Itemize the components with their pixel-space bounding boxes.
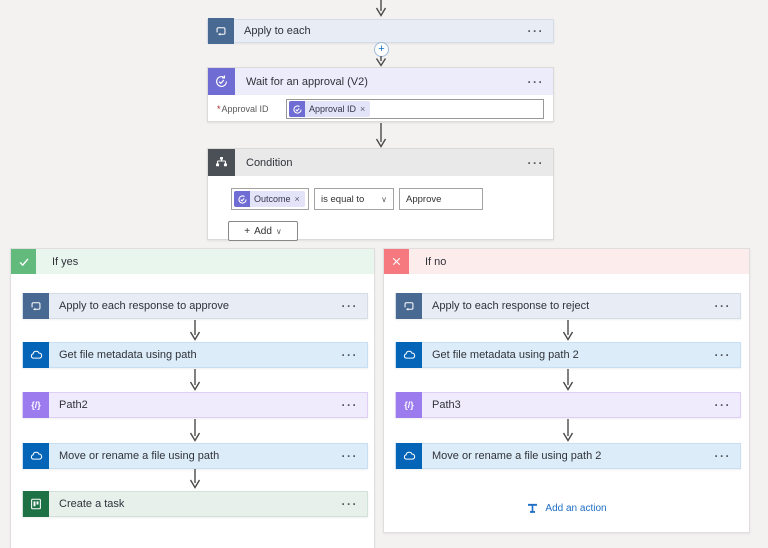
approval-id-field-row: *Approval ID Approval ID × (208, 95, 553, 125)
loop-icon (208, 18, 234, 44)
action-title: Apply to each response to reject (432, 300, 590, 312)
insert-step-button[interactable]: + (374, 42, 389, 57)
connector-arrow (189, 320, 201, 341)
condition-row: Outcome × is equal to ∨ Approve (208, 176, 553, 210)
action-create-task[interactable]: Create a task ··· (22, 491, 368, 517)
plus-icon: + (378, 43, 385, 55)
more-menu-icon[interactable]: ··· (714, 449, 731, 463)
onedrive-icon (396, 443, 422, 469)
if-yes-header[interactable]: If yes (11, 249, 374, 274)
condition-operator-select[interactable]: is equal to ∨ (314, 188, 394, 210)
condition-card-header[interactable]: Condition ··· (208, 149, 553, 176)
action-apply-to-each[interactable]: Apply to each ··· (207, 18, 554, 44)
approval-id-input[interactable]: Approval ID × (286, 99, 544, 119)
action-title: Path3 (432, 399, 461, 411)
branch-title: If no (425, 255, 447, 268)
action-title: Get file metadata using path 2 (432, 349, 579, 361)
branch-title: If yes (52, 255, 79, 268)
if-no-header[interactable]: If no (384, 249, 749, 274)
action-title: Apply to each response to approve (59, 300, 230, 312)
action-apply-to-each-approve[interactable]: Apply to each response to approve ··· (22, 293, 368, 319)
operand-value: Approve (406, 193, 442, 205)
condition-right-operand-input[interactable]: Approve (399, 188, 483, 210)
condition-add-button[interactable]: + Add ∨ (228, 221, 298, 241)
operator-value: is equal to (321, 193, 365, 205)
condition-icon (208, 149, 235, 176)
onedrive-icon (23, 342, 49, 368)
remove-token-icon[interactable]: × (360, 104, 366, 114)
action-title: Condition (246, 156, 293, 169)
planner-icon (23, 491, 49, 517)
required-marker: * (217, 104, 221, 114)
action-title: Path2 (59, 399, 88, 411)
token-label: Approval ID (309, 104, 357, 114)
branch-if-no: If no Apply to each response to reject ·… (383, 248, 750, 533)
remove-token-icon[interactable]: × (294, 194, 300, 204)
loop-icon (23, 293, 49, 319)
condition-left-operand[interactable]: Outcome × (231, 188, 309, 210)
plus-icon: + (244, 225, 251, 237)
action-title: Wait for an approval (V2) (246, 75, 368, 88)
action-get-file-metadata-2[interactable]: Get file metadata using path 2 ··· (395, 342, 741, 368)
card-condition: Condition ··· Outcome × is equal to (207, 148, 554, 241)
more-menu-icon[interactable]: ··· (341, 398, 358, 412)
action-title: Create a task (59, 498, 125, 510)
connector-arrow (189, 469, 201, 489)
onedrive-icon (396, 342, 422, 368)
connector-arrow (189, 419, 201, 442)
dynamic-token-approval-id[interactable]: Approval ID × (289, 101, 371, 117)
loop-icon (396, 293, 422, 319)
connector-arrow (562, 369, 574, 391)
action-path3[interactable]: {/} Path3 ··· (395, 392, 741, 418)
token-label: Outcome (254, 194, 291, 204)
branch-if-yes: If yes Apply to each response to approve… (10, 248, 375, 548)
action-get-file-metadata[interactable]: Get file metadata using path ··· (22, 342, 368, 368)
connector-arrow (562, 320, 574, 341)
approval-card-header[interactable]: Wait for an approval (V2) ··· (208, 68, 553, 95)
more-menu-icon[interactable]: ··· (527, 155, 544, 170)
add-action-label: Add an action (545, 503, 607, 514)
more-menu-icon[interactable]: ··· (714, 299, 731, 313)
add-an-action-link[interactable]: Add an action (384, 502, 749, 515)
approvals-icon (234, 191, 250, 207)
approvals-icon (289, 101, 305, 117)
compose-icon: {/} (23, 392, 49, 418)
connector-arrow (189, 369, 201, 391)
cross-icon (384, 249, 409, 274)
connector-arrow (375, 56, 387, 67)
add-action-icon (528, 503, 538, 513)
more-menu-icon[interactable]: ··· (341, 449, 358, 463)
more-menu-icon[interactable]: ··· (341, 497, 358, 511)
chevron-down-icon: ∨ (275, 226, 282, 236)
more-menu-icon[interactable]: ··· (527, 24, 544, 38)
connector-arrow (562, 419, 574, 442)
dynamic-token-outcome[interactable]: Outcome × (234, 191, 305, 207)
action-title: Move or rename a file using path 2 (432, 450, 602, 462)
action-move-rename-file[interactable]: Move or rename a file using path ··· (22, 443, 368, 469)
action-title: Move or rename a file using path (59, 450, 220, 462)
approvals-icon (208, 68, 235, 95)
more-menu-icon[interactable]: ··· (527, 74, 544, 89)
action-title: Apply to each (244, 25, 311, 37)
more-menu-icon[interactable]: ··· (714, 348, 731, 362)
connector-arrow (375, 123, 387, 148)
more-menu-icon[interactable]: ··· (714, 398, 731, 412)
more-menu-icon[interactable]: ··· (341, 299, 358, 313)
more-menu-icon[interactable]: ··· (341, 348, 358, 362)
onedrive-icon (23, 443, 49, 469)
chevron-down-icon: ∨ (381, 194, 387, 204)
action-apply-to-each-reject[interactable]: Apply to each response to reject ··· (395, 293, 741, 319)
compose-icon: {/} (396, 392, 422, 418)
connector-arrow (375, 0, 387, 17)
action-path2[interactable]: {/} Path2 ··· (22, 392, 368, 418)
action-move-rename-file-2[interactable]: Move or rename a file using path 2 ··· (395, 443, 741, 469)
card-wait-for-approval: Wait for an approval (V2) ··· *Approval … (207, 67, 554, 122)
field-label: *Approval ID (217, 104, 269, 114)
action-title: Get file metadata using path (59, 349, 197, 361)
check-icon (11, 249, 36, 274)
